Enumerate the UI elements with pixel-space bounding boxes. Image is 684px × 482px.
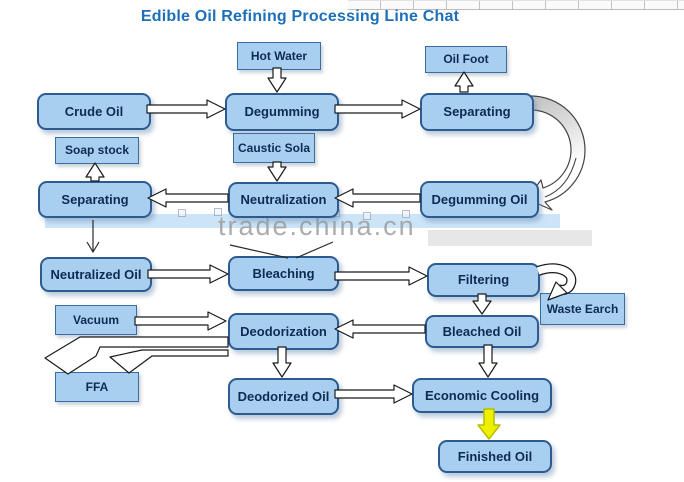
arrow-neutralization-to-separating [147, 188, 229, 208]
node-crude-oil: Crude Oil [37, 93, 151, 130]
node-economic-cooling: Economic Cooling [412, 378, 552, 413]
node-bleaching: Bleaching [228, 256, 339, 291]
arrow-hot-water-to-degumming [267, 67, 287, 93]
node-soap-stock: Soap stock [55, 137, 139, 164]
node-hot-water: Hot Water [237, 42, 321, 70]
arrow-bleached-oil-to-economic-cooling [478, 344, 498, 378]
node-caustic-sola: Caustic Sola [233, 133, 315, 163]
arrow-separating-to-soap-stock [85, 162, 105, 182]
arrow-vacuum-to-deodorization [134, 311, 227, 331]
node-neutralized-oil: Neutralized Oil [40, 257, 152, 292]
node-degumming-oil: Degumming Oil [420, 181, 539, 218]
watermark-handle [214, 208, 222, 216]
node-neutralization: Neutralization [228, 182, 339, 218]
page-title: Edible Oil Refining Processing Line Chat [140, 8, 460, 25]
node-finished-oil: Finished Oil [438, 440, 552, 473]
arrow-bleached-oil-to-deodorization [334, 319, 426, 339]
arrow-neutralized-oil-to-bleaching [147, 264, 229, 284]
watermark-handle [178, 209, 186, 217]
node-oil-foot: Oil Foot [425, 46, 507, 73]
arrow-filtering-to-bleached-oil [472, 293, 492, 315]
arrow-separating-to-oil-foot [454, 71, 474, 93]
node-ffa: FFA [55, 372, 139, 402]
arrow-degumming-oil-to-neutralization [334, 188, 421, 208]
node-degumming: Degumming [225, 93, 339, 131]
watermark-band-gray [428, 230, 592, 246]
arrow-economic-cooling-to-finished-oil [477, 408, 501, 440]
arrow-deodorization-to-deodorized-oil [272, 346, 292, 378]
node-bleached-oil: Bleached Oil [425, 315, 539, 348]
node-filtering: Filtering [427, 263, 540, 297]
watermark-handle [402, 210, 410, 218]
spreadsheet-grid-strip [348, 0, 684, 10]
arrow-deodorization-to-ffa-inner [109, 349, 229, 374]
arrow-degumming-to-separating [334, 99, 421, 119]
node-separating-top: Separating [420, 93, 534, 131]
node-deodorized-oil: Deodorized Oil [228, 378, 339, 415]
node-deodorization: Deodorization [228, 313, 339, 350]
node-waste-earch: Waste Earch [540, 293, 625, 325]
arrow-caustic-sola-to-neutralization [267, 161, 287, 182]
arrow-deodorization-to-ffa-outer [44, 336, 229, 375]
node-vacuum: Vacuum [55, 305, 137, 335]
arrow-deodorized-oil-to-economic-cooling [334, 384, 413, 404]
watermark-handle [363, 212, 371, 220]
arrow-bleaching-to-filtering [334, 266, 428, 286]
arrow-crude-oil-to-degumming [146, 99, 226, 119]
node-separating-mid: Separating [38, 181, 152, 218]
